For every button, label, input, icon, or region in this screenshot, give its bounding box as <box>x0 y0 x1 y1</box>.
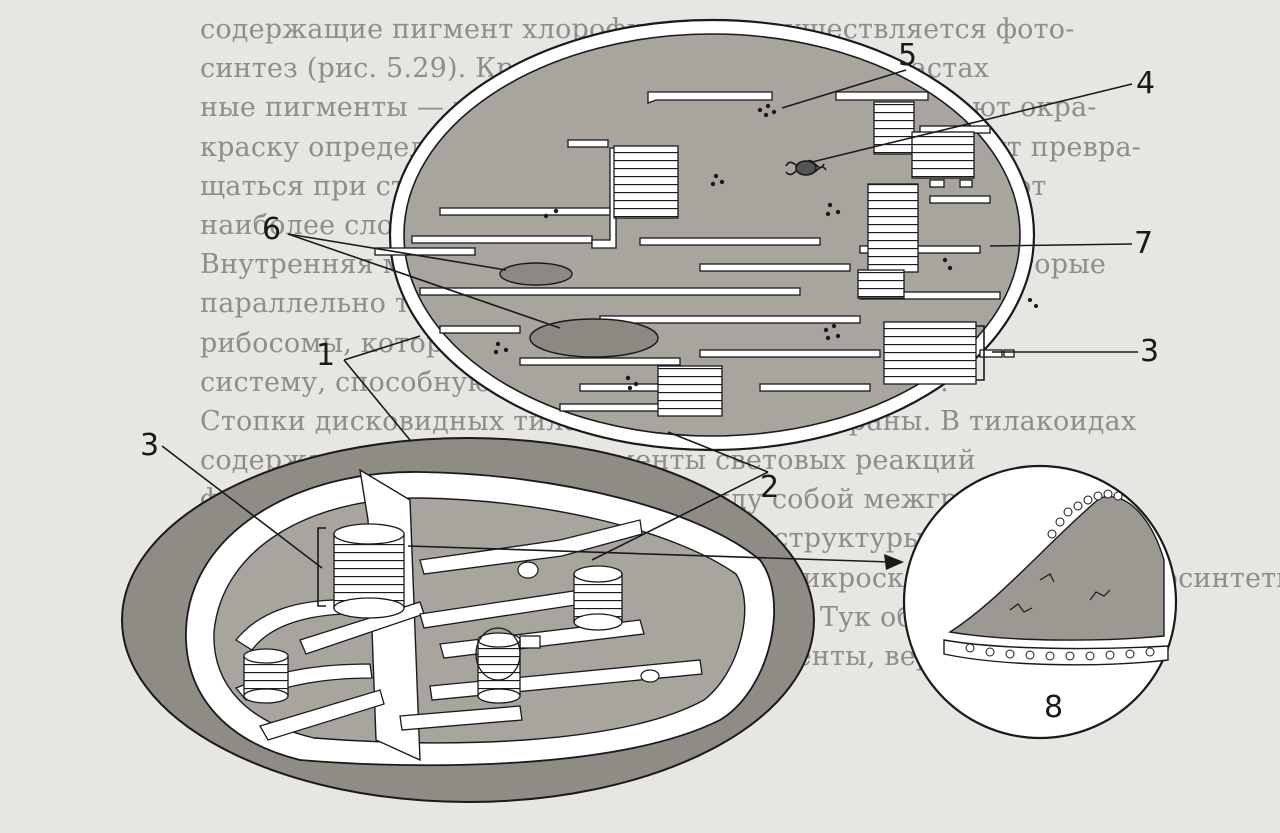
granum <box>333 523 405 619</box>
plastoglobule <box>640 669 660 683</box>
label-7: 7 <box>1134 226 1154 261</box>
dna-region <box>785 159 827 176</box>
granum <box>477 632 521 704</box>
label-8: 8 <box>1044 690 1064 725</box>
granum <box>613 145 679 219</box>
label-3-top: 3 <box>1140 334 1160 369</box>
label-4: 4 <box>1136 66 1156 101</box>
label-3-bottom: 3 <box>140 428 160 463</box>
leader-lines <box>161 69 1138 607</box>
grana <box>613 101 977 417</box>
granum <box>873 101 915 155</box>
granum <box>911 131 975 179</box>
granum <box>867 183 919 273</box>
plastoglobule <box>517 561 539 579</box>
starch-grain <box>499 262 573 286</box>
label-5: 5 <box>898 38 918 73</box>
chloroplast-cutaway <box>121 437 815 803</box>
thylakoid-lumen <box>948 496 1165 641</box>
starch-grain <box>529 318 659 358</box>
ribosomes <box>493 103 1038 391</box>
granum <box>883 321 977 385</box>
label-2: 2 <box>760 470 780 505</box>
granum <box>573 565 623 631</box>
cut-circle <box>475 627 521 681</box>
grana <box>243 523 623 704</box>
granum <box>243 648 289 704</box>
label-1: 1 <box>316 338 336 373</box>
membrane-particles <box>965 489 1155 661</box>
label-6: 6 <box>262 212 282 247</box>
chloroplast-cross-section <box>374 18 1038 452</box>
magnified-view <box>902 464 1178 740</box>
granum <box>657 365 723 417</box>
lamellae <box>374 91 1015 412</box>
protein-complexes <box>1009 573 1111 613</box>
granum <box>857 269 905 299</box>
